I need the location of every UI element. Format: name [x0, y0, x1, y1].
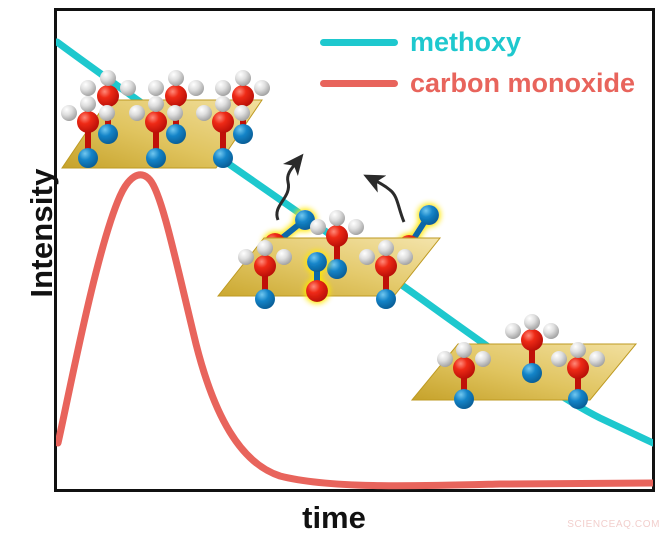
legend-swatch-carbon-monoxide [320, 80, 398, 87]
methoxy-group [551, 342, 605, 409]
series-line-carbon-monoxide [56, 171, 653, 490]
methoxy-group [359, 240, 413, 309]
co-desorption-arrow [275, 153, 304, 221]
legend-label-methoxy: methoxy [410, 27, 522, 57]
methoxy-group [129, 96, 183, 168]
legend: methoxy carbon monoxide [320, 22, 635, 104]
watermark: SCIENCEAQ.COM [567, 519, 660, 530]
methoxy-group [196, 96, 250, 168]
legend-entry-carbon-monoxide[interactable]: carbon monoxide [320, 63, 635, 104]
carbon-monoxide-molecule-adsorbed [306, 252, 328, 302]
y-axis-label: Intensity [24, 168, 59, 298]
methoxy-group [437, 342, 491, 409]
methoxy-group [215, 70, 270, 144]
x-axis-label: time [302, 500, 366, 535]
methoxy-group [61, 96, 115, 168]
methoxy-group [80, 70, 136, 144]
plot-frame [54, 8, 655, 492]
legend-entry-methoxy[interactable]: methoxy [320, 22, 635, 63]
co-desorption-arrow [363, 174, 406, 223]
methoxy-group [505, 314, 559, 383]
methoxy-group [238, 240, 292, 309]
legend-label-carbon-monoxide: carbon monoxide [410, 68, 636, 98]
legend-swatch-methoxy [320, 39, 398, 46]
methoxy-group [310, 210, 364, 279]
methoxy-group [148, 70, 204, 144]
